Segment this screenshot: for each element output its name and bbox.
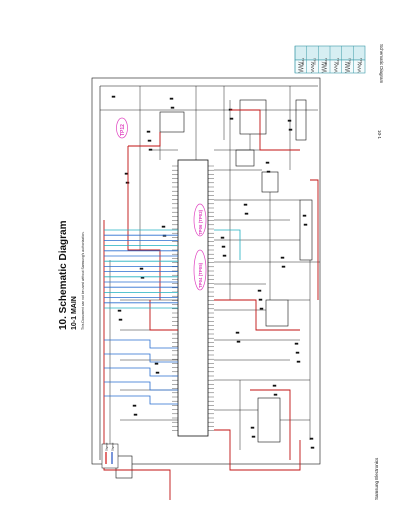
- waveform-title: TP02: [324, 58, 328, 66]
- waveform-title: TP11: [348, 58, 352, 65]
- svg-text:TP12: TP12: [120, 124, 126, 136]
- confidential-note: This Document can not be used without Sa…: [81, 231, 85, 330]
- svg-text:TP06 (TP03): TP06 (TP03): [198, 209, 203, 235]
- main-ic: [172, 159, 214, 437]
- section-title: 10-1 MAIN: [71, 296, 78, 330]
- page-number: 10-1: [377, 130, 382, 140]
- outer-frame: [91, 77, 321, 465]
- waveform-title: TP03: [336, 58, 340, 66]
- black-traces: [100, 86, 320, 450]
- waveform-title: TP01: [313, 58, 317, 66]
- header-right: Schematic Diagram: [379, 44, 384, 84]
- waveform-title: TP12: [359, 58, 363, 66]
- chapter-title: 10. Schematic Diagram: [58, 220, 69, 330]
- waveform-panel: TP04 TP01 TP02 TP03 TP11 TP12: [294, 45, 366, 74]
- test-point-tp12: TP12: [116, 117, 128, 139]
- svg-text:TP04 (TP05): TP04 (TP05): [198, 262, 203, 288]
- red-signal-traces: [103, 109, 319, 500]
- legend-label-blue: Signal: [111, 442, 115, 451]
- test-point-tp04: TP04 (TP05): [193, 249, 207, 291]
- footer-left: Samsung Electronics: [374, 457, 379, 500]
- left-title-block: 10. Schematic Diagram 10-1 MAIN This Doc…: [58, 220, 85, 330]
- test-point-tp06: TP06 (TP03): [193, 203, 207, 237]
- legend-label-red: Signal: [105, 442, 109, 451]
- blue-signal-traces: [104, 229, 241, 405]
- component-blocks: [115, 99, 313, 479]
- legend: Signal Signal: [101, 442, 119, 469]
- waveform-title: TP04: [301, 58, 305, 66]
